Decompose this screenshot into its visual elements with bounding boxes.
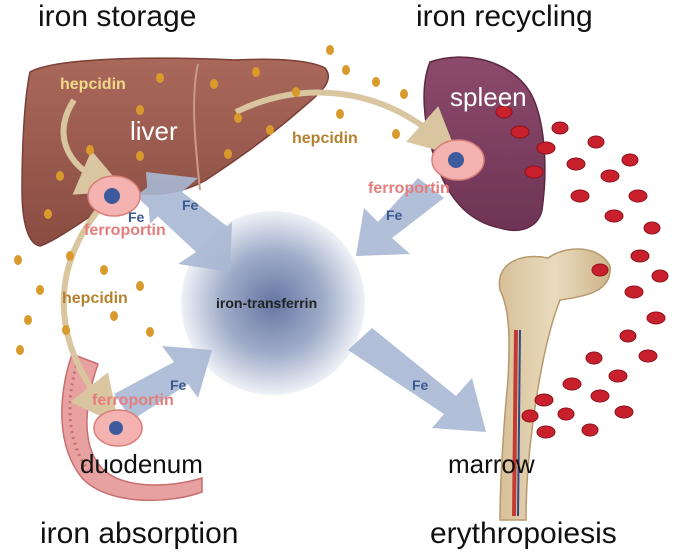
organ-label-spleen: spleen [450, 82, 527, 112]
corner-title-erythropoiesis: erythropoiesis [430, 517, 617, 550]
ferroportin-cell-liver [87, 175, 141, 217]
corner-title-iron-recycling: iron recycling [416, 0, 593, 33]
ferroportin-cell-duodenum [93, 409, 143, 447]
ferroportin-label-liver: ferroportin [84, 222, 166, 239]
hepcidin-label-spleen: hepcidin [292, 130, 358, 147]
hepcidin-label-duodenum: hepcidin [62, 290, 128, 307]
organ-label-liver: liver [130, 116, 178, 146]
duodenum-organ [61, 353, 203, 502]
fe-label-marrow-arrow: Fe [412, 377, 429, 393]
fe-label-duodenum-arrow: Fe [170, 377, 187, 393]
fe-label-liver-arrow: Fe [182, 197, 199, 213]
fe-arrows [114, 172, 486, 432]
fe-label-liver-cell: Fe [128, 209, 145, 225]
iron-granules [14, 45, 408, 355]
hepcidin-arrow-duodenum [60, 206, 119, 425]
hepcidin-arrow-liver [60, 98, 127, 195]
iron-transferrin-label: iron-transferrin [216, 295, 318, 311]
ferroportin-cell-spleen [431, 139, 485, 181]
fe-arrow-pool-to-liver [146, 172, 232, 252]
corner-title-iron-absorption: iron absorption [40, 517, 239, 550]
fe-arrow-pool-to-marrow [348, 328, 486, 432]
organ-label-duodenum: duodenum [80, 449, 203, 479]
corner-title-iron-storage: iron storage [38, 0, 197, 33]
fe-arrow-duodenum-to-pool [114, 346, 212, 420]
hepcidin-label-liver: hepcidin [60, 76, 126, 93]
fe-label-spleen-arrow: Fe [386, 207, 403, 223]
red-blood-cells [495, 105, 669, 439]
fe-arrow-spleen-to-pool [356, 178, 444, 256]
ferroportin-label-spleen: ferroportin [368, 180, 450, 197]
hepcidin-arrow-spleen [234, 89, 458, 157]
ferroportin-label-duodenum: ferroportin [92, 392, 174, 409]
organ-label-marrow: marrow [448, 449, 535, 479]
bone-marrow [498, 248, 611, 521]
